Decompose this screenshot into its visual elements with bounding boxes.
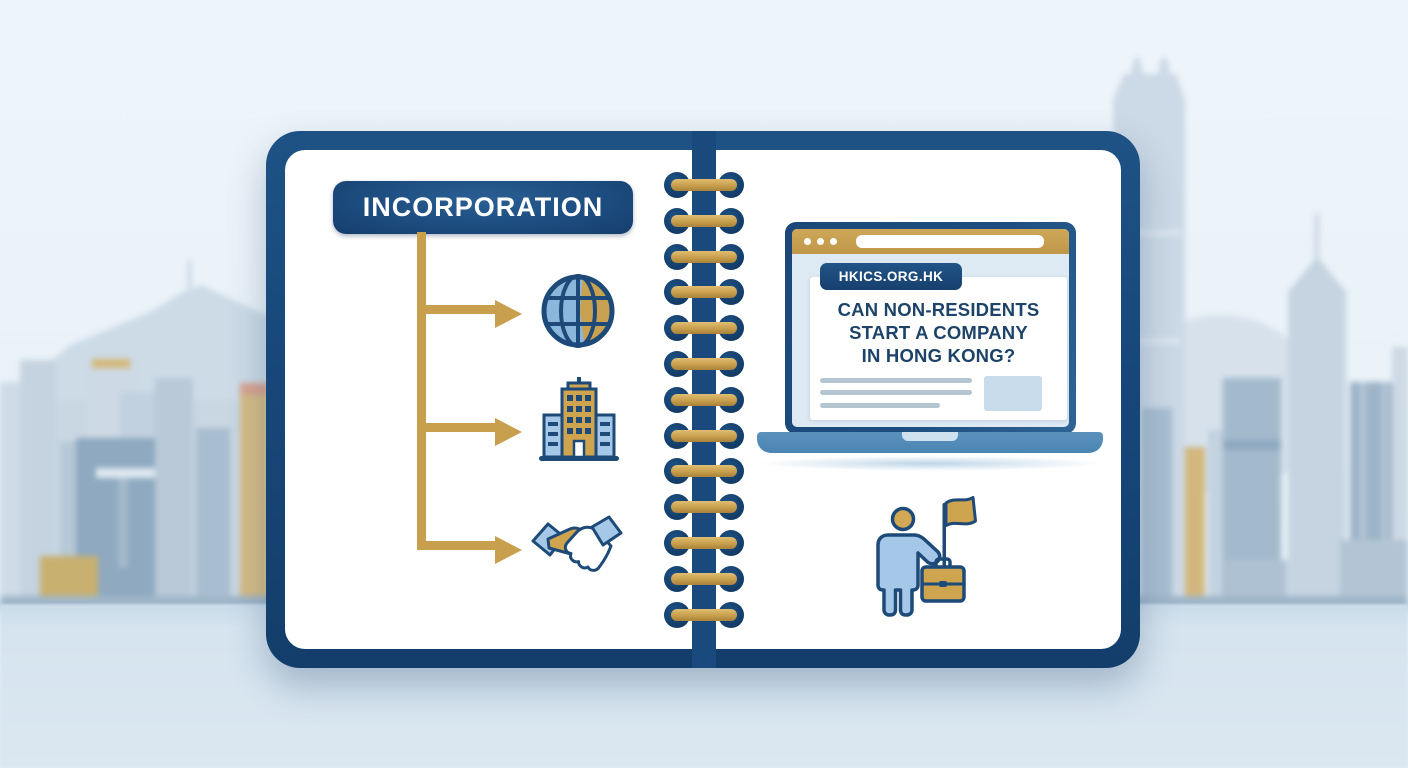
- spiral-ring: [664, 530, 744, 556]
- arrow-icon: [495, 536, 522, 564]
- incorporation-title-label: INCORPORATION: [362, 192, 604, 222]
- ring-bar: [671, 358, 737, 370]
- tower-band: [1118, 230, 1180, 236]
- building: [196, 428, 230, 605]
- building: [155, 378, 193, 605]
- spiral-ring: [664, 601, 744, 628]
- tower-band: [1118, 338, 1180, 344]
- tan-building: [1185, 447, 1205, 607]
- notebook: INCORPORATION: [266, 131, 1140, 668]
- building-icon: [539, 377, 619, 461]
- building: [1142, 408, 1172, 608]
- url-badge: HKICS.ORG.HK: [820, 263, 962, 290]
- ring-bar: [671, 465, 737, 478]
- briefcase-icon: [920, 557, 966, 603]
- laptop-shadow: [755, 456, 1105, 471]
- arrow-icon: [495, 300, 522, 328]
- peak-antenna: [188, 260, 191, 288]
- branch-line-2: [417, 423, 497, 432]
- central-plaza-top: [1288, 256, 1346, 292]
- webpage-heading: CAN NON-RESIDENTS START A COMPANY IN HON…: [810, 298, 1067, 367]
- person-with-flag-icon: [876, 496, 977, 617]
- text-placeholder-line: [820, 378, 972, 383]
- building: [0, 382, 22, 605]
- ring-bar: [671, 286, 737, 299]
- tan-building-top: [240, 383, 268, 395]
- browser-top-bar: [792, 229, 1069, 254]
- laptop-screen: HKICS.ORG.HK CAN NON-RESIDENTS START A C…: [792, 229, 1069, 427]
- handshake-icon: [531, 515, 623, 572]
- flag-icon: [944, 496, 977, 527]
- heading-line-1: CAN NON-RESIDENTS: [837, 299, 1040, 320]
- spiral-ring: [664, 351, 744, 377]
- ring-bar: [671, 572, 737, 585]
- person-head: [890, 506, 916, 532]
- building-stripe: [1360, 382, 1366, 608]
- spiral-ring: [664, 565, 744, 592]
- spiral-ring: [664, 207, 744, 234]
- spiral-ring: [664, 172, 744, 198]
- spiral-ring: [664, 279, 744, 306]
- ring-bar: [671, 322, 737, 335]
- building-stripe: [1382, 382, 1388, 608]
- building: [1208, 430, 1226, 608]
- spiral-ring: [664, 422, 744, 449]
- building-band: [1223, 440, 1281, 450]
- spiral-ring: [664, 458, 744, 485]
- ring-bar: [671, 214, 737, 227]
- laptop-illustration: HKICS.ORG.HK CAN NON-RESIDENTS START A C…: [755, 218, 1105, 474]
- laptop-screen-bezel: HKICS.ORG.HK CAN NON-RESIDENTS START A C…: [785, 222, 1076, 434]
- ring-bar: [671, 179, 737, 191]
- central-plaza: [1288, 290, 1346, 608]
- browser-dot-icon: [830, 238, 837, 245]
- branch-line-1: [417, 305, 497, 314]
- building-detail: [96, 468, 156, 478]
- heading-line-2: START A COMPANY: [849, 322, 1028, 343]
- url-badge-label: HKICS.ORG.HK: [838, 269, 944, 284]
- text-placeholder-line: [820, 390, 972, 395]
- webpage-card: HKICS.ORG.HK CAN NON-RESIDENTS START A C…: [810, 263, 1067, 420]
- globe-icon: [541, 274, 615, 348]
- spiral-ring: [664, 494, 744, 521]
- spiral-ring: [664, 386, 744, 413]
- building-sign: [92, 359, 130, 368]
- tan-building: [240, 383, 268, 605]
- laptop-notch: [902, 432, 958, 441]
- branch-line-3: [417, 541, 497, 550]
- ring-bar: [671, 537, 737, 549]
- ring-bar: [671, 501, 737, 514]
- browser-dot-icon: [804, 238, 811, 245]
- spiral-ring: [664, 243, 744, 270]
- ring-bar: [671, 429, 737, 442]
- ring-bar: [671, 608, 737, 621]
- arrow-icon: [495, 418, 522, 446]
- browser-address-bar: [856, 235, 1044, 248]
- heading-line-3: IN HONG KONG?: [861, 345, 1016, 366]
- connector-line: [417, 232, 426, 550]
- ring-bar: [671, 393, 737, 406]
- spiral-ring: [664, 315, 744, 342]
- text-placeholder-line: [820, 403, 940, 408]
- building-detail: [118, 478, 128, 568]
- ring-bar: [671, 250, 737, 263]
- laptop-base: [757, 432, 1103, 453]
- central-plaza-spire: [1315, 214, 1319, 264]
- incorporation-title-badge: INCORPORATION: [333, 181, 633, 234]
- browser-dot-icon: [817, 238, 824, 245]
- image-placeholder: [984, 376, 1042, 411]
